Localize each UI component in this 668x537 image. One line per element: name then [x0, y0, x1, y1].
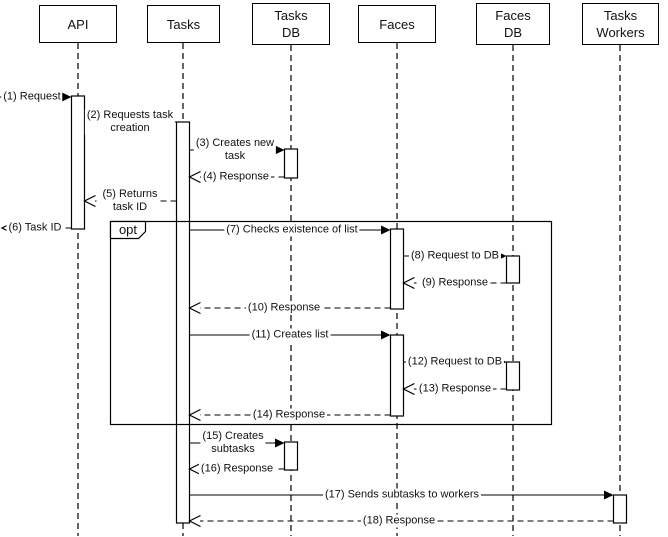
- activation-faces-2: [389, 334, 405, 417]
- participant-label: Faces: [379, 16, 415, 32]
- participant-label-line2: DB: [281, 25, 301, 40]
- return-arrowhead-icon: [188, 462, 201, 476]
- sync-arrowhead-icon: [275, 145, 285, 155]
- message-5-label: (5) Returns task ID: [100, 188, 160, 214]
- message-13-label: (13) Response: [416, 382, 494, 396]
- activation-faces-db-1: [505, 255, 521, 284]
- participant-label-line2: Workers: [596, 25, 645, 40]
- return-arrowhead-icon: [188, 514, 201, 528]
- message-8-label: (8) Request to DB: [408, 249, 502, 263]
- message-14-label: (14) Response: [250, 408, 328, 422]
- activation-tasks-db-1: [283, 148, 299, 179]
- activation-faces-db-2: [505, 361, 521, 391]
- return-arrowhead-icon: [402, 382, 415, 396]
- message-2-label: (2) Requests task creation: [84, 109, 176, 135]
- opt-fragment-operator-label: opt: [118, 222, 138, 237]
- activation-tasks-db-2: [283, 441, 299, 471]
- participant-faces-db: Faces DB: [476, 3, 550, 45]
- message-9-label: (9) Response: [419, 276, 491, 290]
- message-12-label: (12) Request to DB: [405, 355, 505, 369]
- participant-label: API: [67, 16, 89, 32]
- message-1-label: (1) Request: [1, 90, 63, 104]
- message-7-label: (7) Checks existence of list: [224, 223, 360, 237]
- participant-tasks: Tasks: [147, 5, 220, 43]
- sync-arrowhead-icon: [62, 92, 72, 102]
- message-17-label: (17) Sends subtasks to workers: [322, 488, 482, 502]
- message-16-label: (16) Response: [198, 462, 276, 476]
- return-arrowhead-icon: [188, 408, 201, 422]
- return-arrowhead-icon: [188, 301, 201, 315]
- activation-tasks-workers: [612, 494, 628, 524]
- activation-api: [70, 95, 86, 230]
- return-arrowhead-icon: [402, 276, 415, 290]
- message-18: [188, 514, 614, 528]
- participant-faces: Faces: [358, 5, 436, 43]
- participant-label: Tasks: [166, 16, 201, 32]
- return-arrowhead-icon: [188, 170, 201, 184]
- message-4-label: (4) Response: [200, 170, 272, 184]
- message-3-label: (3) Creates new task: [193, 137, 277, 163]
- sync-arrowhead-icon: [604, 490, 614, 500]
- sync-arrowhead-icon: [381, 330, 391, 340]
- participant-label-line1: Tasks: [274, 8, 308, 23]
- participant-label-line1: Faces: [495, 8, 531, 23]
- activation-faces-1: [389, 228, 405, 310]
- message-18-label: (18) Response: [360, 514, 438, 528]
- message-11-label: (11) Creates list: [249, 328, 331, 342]
- message-10-label: (10) Response: [245, 301, 323, 315]
- activation-tasks: [175, 121, 191, 524]
- participant-tasks-workers: Tasks Workers: [582, 3, 659, 45]
- opt-fragment: [109, 220, 553, 426]
- participant-label-line1: Tasks: [603, 8, 638, 23]
- participant-tasks-db: Tasks DB: [252, 3, 330, 45]
- participant-api: API: [39, 5, 117, 43]
- participant-label-line2: DB: [503, 25, 523, 40]
- opt-fragment-tab: [109, 220, 147, 240]
- sync-arrowhead-icon: [275, 438, 285, 448]
- return-arrowhead-icon: [83, 194, 96, 208]
- message-9: [402, 276, 507, 290]
- sync-arrowhead-icon: [381, 225, 391, 235]
- message-6-label: (6) Task ID: [6, 221, 64, 235]
- message-15-label: (15) Creates subtasks: [200, 430, 266, 456]
